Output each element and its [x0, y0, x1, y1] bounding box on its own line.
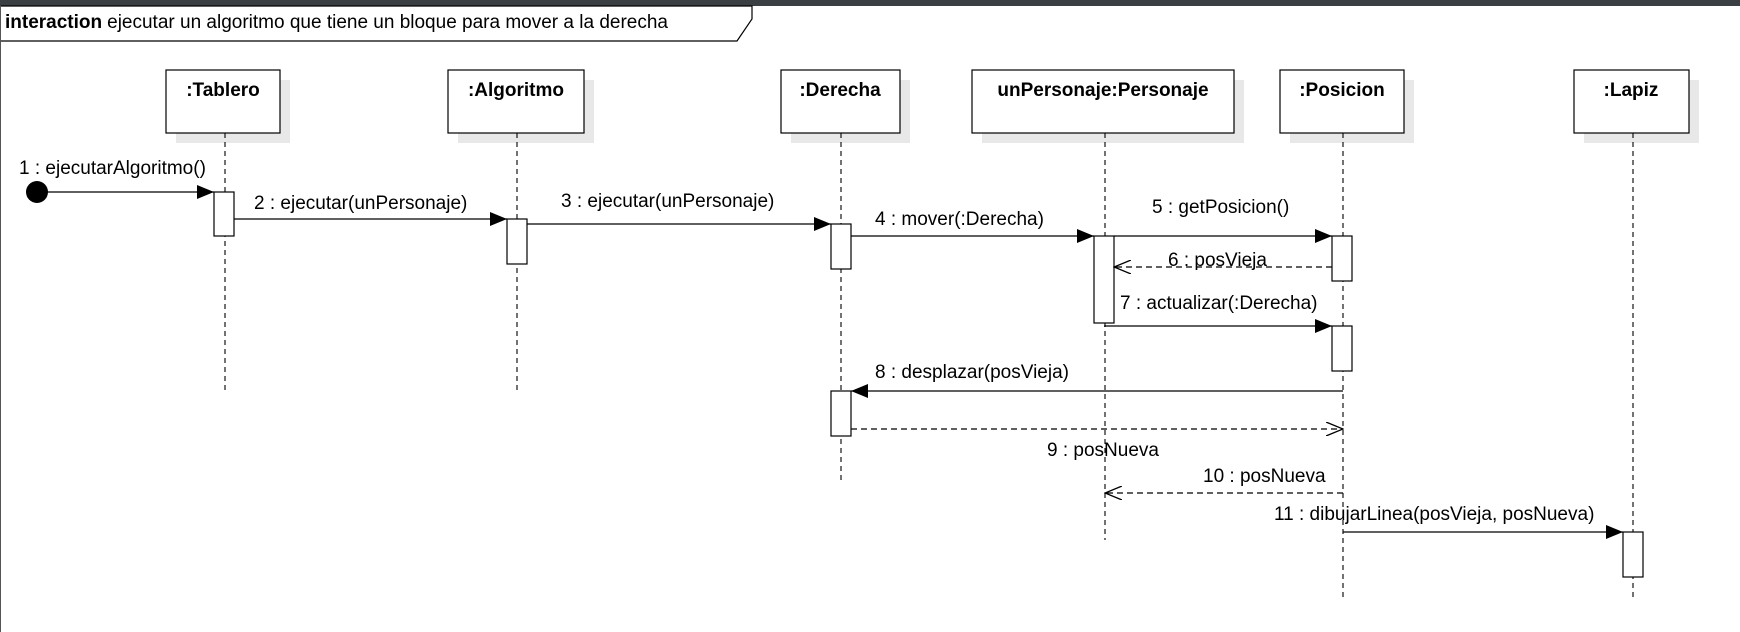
message-label: 10 : posNueva	[1203, 466, 1326, 487]
message-7[interactable]: 7 : actualizar(:Derecha)	[1104, 293, 1332, 333]
lifeline-algoritmo[interactable]: :Algoritmo	[447, 69, 594, 390]
activation-bar-lapiz	[1622, 531, 1644, 578]
message-5[interactable]: 5 : getPosicion()	[1114, 197, 1332, 243]
activation-bars	[213, 191, 1644, 578]
message-2[interactable]: 2 : ejecutar(unPersonaje)	[234, 193, 507, 226]
activation-bar-personaje	[1093, 235, 1115, 324]
message-9[interactable]: 9 : posNueva	[851, 429, 1343, 461]
lifeline-lapiz[interactable]: :Lapiz	[1573, 69, 1699, 600]
message-3[interactable]: 3 : ejecutar(unPersonaje)	[527, 191, 831, 231]
activation-bar-posicion-2	[1331, 325, 1353, 372]
message-label: 3 : ejecutar(unPersonaje)	[561, 191, 774, 212]
activation-bar-tablero	[213, 191, 235, 237]
message-8[interactable]: 8 : desplazar(posVieja)	[851, 362, 1343, 398]
lifeline-tablero[interactable]: :Tablero	[165, 69, 290, 390]
lifeline-label: :Posicion	[1299, 80, 1385, 101]
message-label: 1 : ejecutarAlgoritmo()	[19, 158, 206, 179]
message-label: 9 : posNueva	[1047, 440, 1159, 461]
lifeline-label: :Algoritmo	[468, 80, 564, 101]
message-6[interactable]: 6 : posVieja	[1114, 250, 1332, 271]
message-label: 2 : ejecutar(unPersonaje)	[254, 193, 467, 214]
window-top-bar	[0, 0, 1740, 6]
lifeline-label: :Derecha	[799, 80, 881, 101]
message-10[interactable]: 10 : posNueva	[1105, 466, 1343, 493]
lifeline-posicion[interactable]: :Posicion	[1279, 69, 1414, 600]
activation-bar-derecha-1	[830, 223, 852, 270]
message-label: 8 : desplazar(posVieja)	[875, 362, 1069, 383]
frame-title: ejecutar un algoritmo que tiene un bloqu…	[107, 12, 668, 33]
message-4[interactable]: 4 : mover(:Derecha)	[851, 209, 1094, 243]
message-label: 4 : mover(:Derecha)	[875, 209, 1044, 230]
lifeline-label: unPersonaje:Personaje	[997, 80, 1208, 101]
lifeline-personaje[interactable]: unPersonaje:Personaje	[971, 69, 1244, 540]
lifeline-label: :Lapiz	[1604, 80, 1659, 101]
activation-bar-algoritmo	[506, 218, 528, 265]
frame-keyword: interaction	[5, 12, 102, 33]
activation-bar-derecha-2	[830, 390, 852, 437]
message-label: 5 : getPosicion()	[1152, 197, 1289, 218]
lifeline-derecha[interactable]: :Derecha	[780, 69, 910, 483]
message-11[interactable]: 11 : dibujarLinea(posVieja, posNueva)	[1274, 504, 1623, 539]
message-label: 7 : actualizar(:Derecha)	[1120, 293, 1317, 314]
message-1[interactable]: 1 : ejecutarAlgoritmo()	[19, 158, 214, 203]
message-label: 6 : posVieja	[1168, 250, 1267, 271]
lifeline-label: :Tablero	[186, 80, 260, 101]
message-label: 11 : dibujarLinea(posVieja, posNueva)	[1274, 504, 1594, 525]
activation-bar-posicion-1	[1331, 235, 1353, 282]
frame-left-border	[0, 6, 1, 632]
